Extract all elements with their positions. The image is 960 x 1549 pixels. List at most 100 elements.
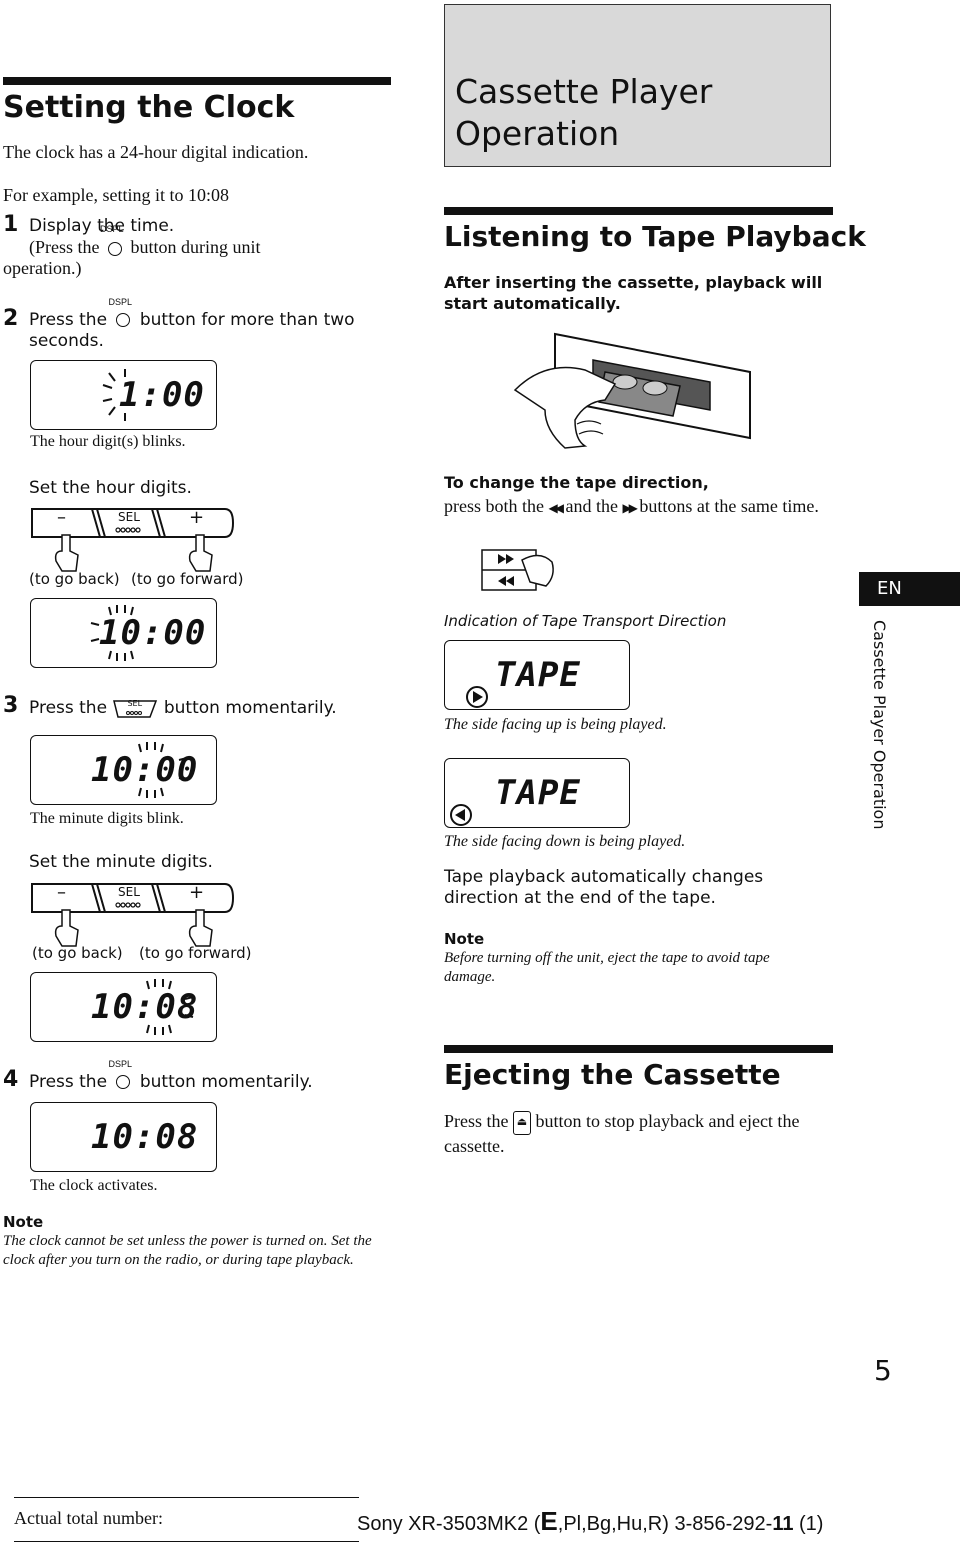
step-text-a: Press the bbox=[29, 310, 108, 330]
step-text-b: button for more than two bbox=[139, 310, 355, 330]
eject-b: button to stop playback and eject the ca… bbox=[444, 1111, 800, 1156]
lcd-display: 10:08 bbox=[30, 972, 217, 1042]
model-e: E bbox=[540, 1506, 558, 1536]
section-rule bbox=[3, 77, 391, 85]
lcd-display: 10:00 bbox=[30, 598, 217, 668]
model-a: Sony XR-3503MK2 ( bbox=[357, 1513, 541, 1535]
note-text: Before turning off the unit, eject the t… bbox=[444, 950, 770, 985]
go-back-label: (to go back) bbox=[29, 570, 120, 588]
chapter-title: Cassette Player Operation bbox=[455, 72, 713, 153]
tape-display-reverse: TAPE bbox=[444, 758, 630, 828]
sel-rocker-button: – SEL + bbox=[30, 505, 235, 572]
step-number: 4 bbox=[3, 1067, 19, 1092]
language-tab: EN bbox=[859, 572, 960, 606]
go-forward-label: (to go forward) bbox=[139, 944, 252, 962]
section-rule bbox=[444, 1045, 833, 1053]
lcd-digits: 1:00 bbox=[119, 375, 205, 415]
tape-display-forward: TAPE bbox=[444, 640, 630, 710]
model-11: 11 bbox=[772, 1513, 794, 1535]
rocker-minus: – bbox=[57, 882, 66, 903]
fast-forward-icon: ▶▶ bbox=[622, 501, 638, 515]
footer-rule bbox=[14, 1541, 359, 1542]
section-title: Ejecting the Cassette bbox=[444, 1058, 781, 1091]
step-number: 2 bbox=[3, 306, 19, 331]
section-title: Listening to Tape Playback bbox=[444, 220, 866, 253]
model-c: (1) bbox=[793, 1513, 824, 1535]
blink-rays-icon bbox=[138, 742, 188, 798]
blink-rays-icon bbox=[102, 369, 126, 421]
rocker-minus: – bbox=[57, 507, 66, 528]
step-text-a: Press the bbox=[29, 698, 108, 718]
sel-label: SEL bbox=[127, 699, 143, 708]
caption: The hour digit(s) blinks. bbox=[30, 433, 186, 450]
footer-rule bbox=[14, 1497, 359, 1498]
dspl-label: DSPL bbox=[108, 297, 132, 307]
rocker-sel: SEL bbox=[118, 885, 140, 899]
step-text-a: (Press the bbox=[29, 237, 100, 257]
footer-actual-total: Actual total number: bbox=[14, 1508, 163, 1528]
step-number: 3 bbox=[3, 693, 19, 718]
change-dir-b: and the bbox=[565, 496, 618, 516]
caption: The clock activates. bbox=[30, 1177, 158, 1194]
listening-text: After inserting the cassette, playback w… bbox=[444, 273, 823, 313]
footer-model: Sony XR-3503MK2 (E,Pl,Bg,Hu,R) 3-856-292… bbox=[357, 1506, 823, 1537]
page-number: 5 bbox=[874, 1354, 892, 1387]
rocker-plus: + bbox=[189, 507, 205, 528]
blink-rays-icon bbox=[146, 979, 194, 1035]
go-back-label: (to go back) bbox=[32, 944, 123, 962]
play-forward-icon bbox=[466, 686, 488, 708]
lcd-digits: 10:00 bbox=[99, 613, 207, 653]
step-text-b: button momentarily. bbox=[163, 698, 337, 718]
step-text-a: Press the bbox=[29, 1072, 108, 1092]
eject-button-icon: ⏏ bbox=[513, 1110, 531, 1135]
page-title: Setting the Clock bbox=[3, 90, 295, 125]
dspl-label: DSPL bbox=[108, 1059, 132, 1069]
section-rule bbox=[444, 207, 833, 215]
rewind-icon: ◀◀ bbox=[548, 501, 564, 515]
change-dir-a: press both the bbox=[444, 496, 544, 516]
step-title: Display the time. bbox=[29, 216, 175, 236]
change-dir-text: press both the ◀◀ and the ▶▶ buttons at … bbox=[444, 495, 834, 520]
step-text-b: button momentarily. bbox=[139, 1072, 313, 1092]
instruction: Set the minute digits. bbox=[29, 852, 213, 872]
note-label: Note bbox=[444, 930, 485, 948]
model-b: ,Pl,Bg,Hu,R) 3-856-292- bbox=[557, 1513, 773, 1535]
step-text-b: button during unit bbox=[130, 237, 261, 257]
caption: The minute digits blink. bbox=[30, 810, 184, 827]
step-text: Press the DSPL button for more than two bbox=[29, 297, 355, 330]
note-label: Note bbox=[3, 1213, 44, 1231]
change-dir-c: buttons at the same time. bbox=[639, 496, 819, 516]
chapter-header-box: Cassette Player Operation bbox=[444, 4, 831, 167]
example-text: For example, setting it to 10:08 bbox=[3, 185, 229, 205]
step-text-c: seconds. bbox=[29, 331, 104, 351]
eject-text: Press the ⏏ button to stop playback and … bbox=[444, 1110, 834, 1157]
step-text: Press the DSPL button momentarily. bbox=[29, 1059, 313, 1092]
note-text: The clock cannot be set unless the power… bbox=[3, 1233, 372, 1268]
go-forward-label: (to go forward) bbox=[131, 570, 244, 588]
indication-title: Indication of Tape Transport Direction bbox=[444, 612, 727, 630]
eject-a: Press the bbox=[444, 1111, 509, 1131]
sel-button-icon: SEL bbox=[112, 699, 158, 718]
side-section-label: Cassette Player Operation bbox=[870, 620, 889, 830]
change-dir-title: To change the tape direction, bbox=[444, 473, 709, 492]
lcd-digits: 10:08 bbox=[91, 1117, 199, 1157]
ff-rew-buttons-illustration bbox=[481, 549, 554, 591]
step-text: (Press the DSPL button during unit bbox=[29, 224, 261, 258]
auto-change-text: Tape playback automatically changes dire… bbox=[444, 867, 764, 908]
dspl-button-icon: DSPL bbox=[108, 297, 134, 330]
cassette-insert-illustration bbox=[513, 332, 751, 449]
sel-rocker-button: – SEL + bbox=[30, 880, 235, 947]
lcd-digits: 10:00 bbox=[91, 750, 199, 790]
step-text: Press the SEL button momentarily. bbox=[29, 698, 337, 718]
rocker-sel: SEL bbox=[118, 510, 140, 524]
lcd-digits: 10:08 bbox=[91, 987, 199, 1027]
language-tab-label: EN bbox=[877, 578, 902, 599]
blink-rays-icon bbox=[90, 605, 134, 661]
lcd-display: 10:08 bbox=[30, 1102, 217, 1172]
step-text-c: operation.) bbox=[3, 258, 82, 278]
dspl-button-icon: DSPL bbox=[108, 1059, 134, 1092]
dspl-button-icon: DSPL bbox=[100, 224, 126, 258]
instruction: Set the hour digits. bbox=[29, 478, 192, 498]
caption: The side facing up is being played. bbox=[444, 716, 667, 733]
rocker-plus: + bbox=[189, 882, 205, 903]
